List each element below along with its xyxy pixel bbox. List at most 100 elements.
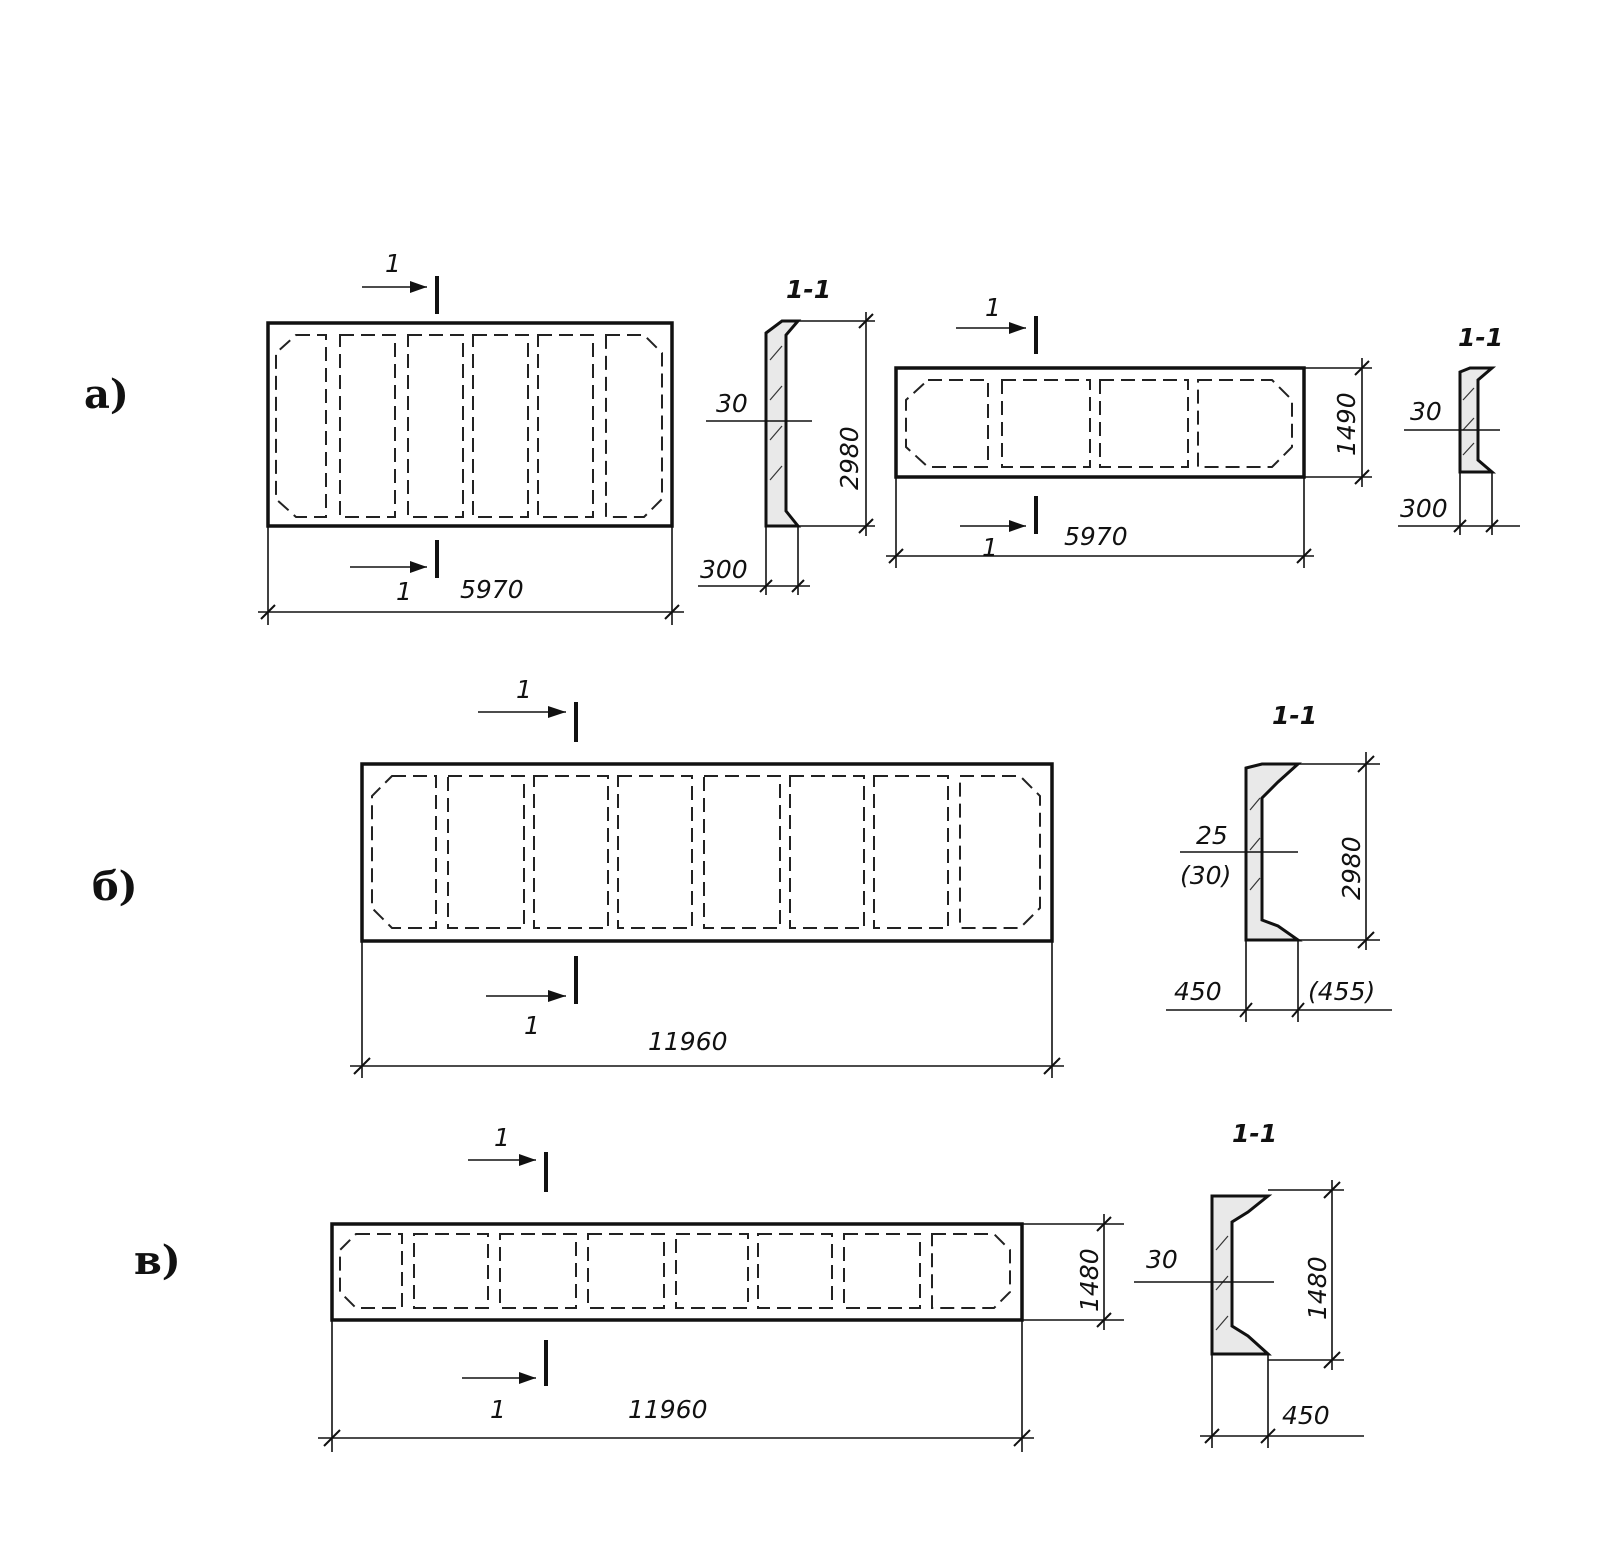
panel-v-cut-arrowhead-top [519,1154,536,1166]
panel-a1-plan: 1 1 5970 [258,249,684,625]
section-a1-dim-tick [791,579,805,593]
panel-a2-dim-tick [1354,469,1370,485]
section-b-dim-tick [1357,755,1375,773]
section-v-dim-tick [1204,1428,1220,1444]
section-b-title: 1-1 [1272,701,1317,730]
panel-b-dim-tick [1043,1057,1061,1075]
panel-a1-dim-tick [664,604,680,620]
panel-b-rib-cell [617,775,693,929]
section-a2-dim-tick [1453,519,1467,533]
panel-a1-rib-cell [605,334,663,518]
panel-a1-rib-cell [472,334,529,518]
panel-a1-cut-label-top: 1 [385,249,401,278]
panel-a1-cut-arrowhead-top [410,281,427,293]
panel-a2-rib-cell [1099,379,1189,468]
panel-b-rib-cell [873,775,949,929]
panel-v-length-label: 11960 [628,1395,708,1424]
panel-v-cut-label-bottom: 1 [490,1395,506,1424]
section-b-thickness-label: 25 [1196,821,1228,850]
section-b-dim-tick [1357,931,1375,949]
section-a1-thickness-label: 30 [716,389,748,418]
panel-a1-rib-cell [537,334,594,518]
panel-b-rib-cell [533,775,609,929]
panel-b-length-label: 11960 [648,1027,728,1056]
panel-a2-cut-label-bottom: 1 [982,533,998,562]
section-v-depth-label: 450 [1282,1401,1330,1430]
panel-v-dim-tick [323,1429,341,1447]
panel-v-height-label: 1480 [1075,1248,1104,1312]
panel-a1-cut-label-bottom: 1 [396,577,412,606]
section-b-depth-label: 450 [1174,977,1222,1006]
panel-a2-rib-cell [1001,379,1091,468]
section-a2-profile [1458,366,1497,474]
panel-a1-rib-cell [407,334,464,518]
panel-v-rib-cell [675,1233,749,1309]
panel-a1-rib-cell [275,334,327,518]
panel-v-rib-cell [587,1233,665,1309]
panel-v-dim-tick [1013,1429,1031,1447]
panel-b-rib-cell [703,775,781,929]
row-label-a: а) [84,371,129,418]
section-a1-hatch [769,385,783,401]
panel-a2-outline [894,366,1306,479]
row-label-v: в) [134,1237,181,1284]
section-b-hatch [1249,797,1261,811]
section-b-dim-tick [1239,1002,1253,1018]
section-v-dim-tick [1323,1351,1341,1369]
section-a1: 1-1 2980 30 300 [698,275,875,595]
section-v-hatch [1215,1275,1229,1291]
panel-a1-rib-cell [339,334,396,518]
panel-a2-cut-arrowhead-top [1009,322,1026,334]
section-b-dim-tick [1291,1002,1305,1018]
panel-a1-length-label: 5970 [460,575,524,604]
section-b: 1-1 2980 25 (30) 450 (455) [1166,701,1392,1022]
section-a2-hatch [1462,387,1475,401]
panel-a1-outline [266,321,674,528]
section-v-hatch [1215,1235,1229,1251]
section-v-hatch [1215,1315,1229,1331]
section-b-thickness-alt-label: (30) [1180,861,1231,890]
section-a1-hatch [769,425,783,441]
section-v-dim-tick [1260,1428,1276,1444]
panel-a1-dim-tick [260,604,276,620]
panel-a2-plan: 1 1 5970 1490 [886,293,1372,568]
panel-b-plan: 1 1 11960 [350,675,1064,1078]
panel-v-cut-label-top: 1 [494,1123,510,1152]
row-label-b: б) [92,863,138,910]
panel-a2-cut-arrowhead-bottom [1009,520,1026,532]
panel-b-cut-arrowhead-top [548,706,566,718]
panel-a2-dim-tick [1296,548,1312,564]
panel-v-rib-cell [413,1233,489,1309]
section-a1-hatch [769,345,783,361]
panel-b-cut-label-bottom: 1 [524,1011,540,1040]
panel-v-rib-cell [757,1233,833,1309]
panel-b-rib-cell [447,775,525,929]
section-v-height-label: 1480 [1303,1256,1332,1320]
section-v-thickness-label: 30 [1146,1245,1178,1274]
section-v-profile [1210,1194,1273,1356]
section-a2-dim-tick [1485,519,1499,533]
panel-a2-dim-tick [1354,360,1370,376]
panel-b-outline [360,762,1054,943]
panel-b-cut-arrowhead-bottom [548,990,566,1002]
panel-a2-dim-tick [888,548,904,564]
section-a2: 1-1 30 300 [1398,323,1520,535]
panel-b-cut-label-top: 1 [516,675,532,704]
panel-v-dim-tick [1096,1312,1112,1328]
section-a2-thickness-label: 30 [1410,397,1442,426]
section-a1-depth-label: 300 [700,555,748,584]
panel-b-dim-tick [353,1057,371,1075]
panel-a2-height-label: 1490 [1332,392,1361,456]
panel-a2-cut-label-top: 1 [985,293,1001,322]
panel-v-plan: 1 1 11960 1480 [318,1123,1124,1452]
section-a1-hatch [769,465,783,481]
section-v-title: 1-1 [1232,1119,1277,1148]
section-a1-dim-tick [759,579,773,593]
section-a1-dim-tick [858,313,874,329]
panel-v-cut-arrowhead-bottom [519,1372,536,1384]
section-b-profile [1244,762,1303,942]
section-a2-title: 1-1 [1458,323,1503,352]
section-a1-dim-tick [858,518,874,534]
section-a1-profile [764,319,802,528]
panel-b-rib-cell [959,775,1041,929]
